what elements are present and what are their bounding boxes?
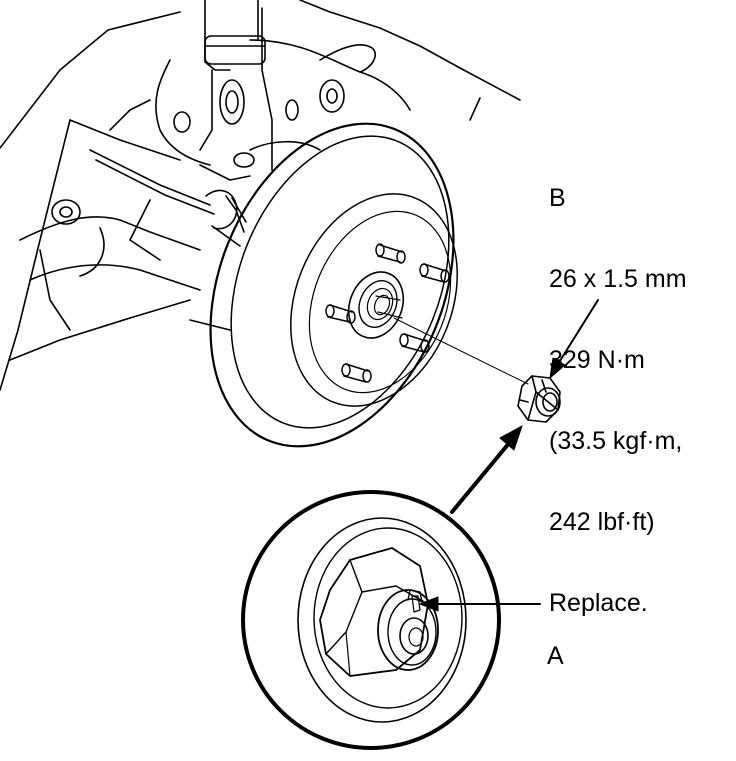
wheel-stud-3	[325, 304, 356, 324]
wheel-stud-5	[341, 363, 372, 383]
brake-disc	[209, 122, 458, 448]
knuckle-body	[0, 0, 521, 391]
detail-pointer-arrow	[450, 425, 523, 514]
callout-a-letter: A	[547, 642, 564, 670]
torque-lbf-spec: 242 lbf·ft)	[549, 508, 655, 536]
replace-note: Replace.	[549, 589, 648, 617]
callout-b-leader	[549, 299, 599, 379]
wheel-stud-1	[375, 243, 406, 264]
torque-nm-spec: 329 N·m	[549, 346, 645, 374]
detail-circle	[241, 490, 501, 750]
spindle-nut-b	[517, 375, 561, 423]
spindle-axis-line	[393, 317, 529, 385]
wheel-stud-2	[419, 263, 450, 283]
callout-b-letter: B	[549, 184, 566, 212]
nut-size-spec: 26 x 1.5 mm	[549, 265, 687, 293]
callout-a-label: A	[547, 589, 564, 697]
wheel-stud-4	[399, 333, 430, 353]
torque-kgf-spec: (33.5 kgf·m,	[549, 427, 683, 455]
wheel-studs	[325, 243, 450, 383]
callout-b-label: B 26 x 1.5 mm 329 N·m (33.5 kgf·m, 242 l…	[549, 131, 687, 644]
callout-a-leader	[419, 596, 541, 612]
